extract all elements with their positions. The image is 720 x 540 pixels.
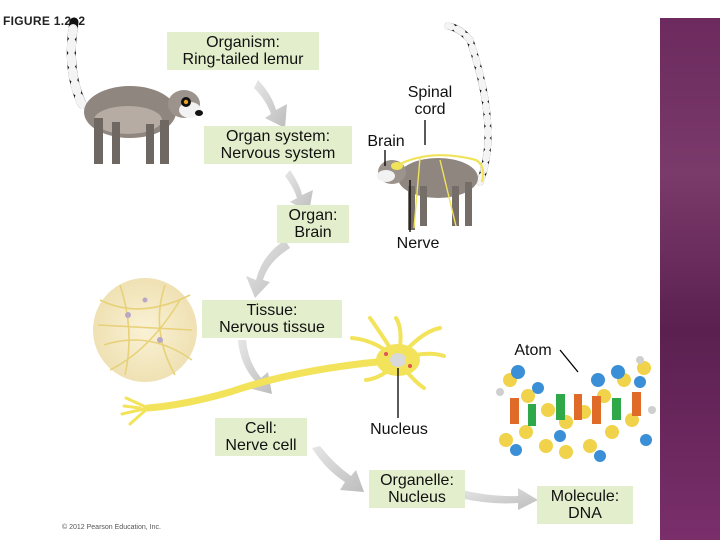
organ-system-label: Organ system: Nervous system xyxy=(204,126,352,164)
spinal-cord-callout: Spinal cord xyxy=(407,84,453,118)
arrow-organism-to-system xyxy=(254,80,287,128)
dna-molecule-image xyxy=(496,356,656,462)
copyright-notice: © 2012 Pearson Education, Inc. xyxy=(62,524,161,531)
nerve-callout: Nerve xyxy=(396,235,440,252)
brain-callout: Brain xyxy=(367,133,405,150)
tissue-label: Tissue: Nervous tissue xyxy=(202,300,342,338)
arrow-organelle-to-molecule xyxy=(460,488,538,510)
lemur-nervous-system-image xyxy=(377,22,492,230)
arrow-organ-to-tissue xyxy=(246,240,290,298)
slide-top-strip xyxy=(642,0,720,18)
arrow-cell-to-organelle xyxy=(312,446,364,492)
organelle-label: Organelle: Nucleus xyxy=(369,470,465,508)
atom-pointer xyxy=(559,349,579,373)
figure-title: FIGURE 1.2_2 xyxy=(3,14,86,28)
organism-label: Organism: Ring-tailed lemur xyxy=(167,32,319,70)
neuron-image xyxy=(120,316,446,426)
callout-lines xyxy=(384,120,579,418)
arrow-system-to-organ xyxy=(285,170,313,212)
molecule-label: Molecule: DNA xyxy=(537,486,633,524)
organ-label: Organ: Brain xyxy=(277,205,349,243)
hierarchy-arrows xyxy=(238,80,538,510)
lemur-image xyxy=(66,17,203,164)
nervous-tissue-image xyxy=(93,278,197,382)
atom-callout: Atom xyxy=(514,342,552,359)
cell-label: Cell: Nerve cell xyxy=(215,418,307,456)
nucleus-callout: Nucleus xyxy=(370,421,428,438)
